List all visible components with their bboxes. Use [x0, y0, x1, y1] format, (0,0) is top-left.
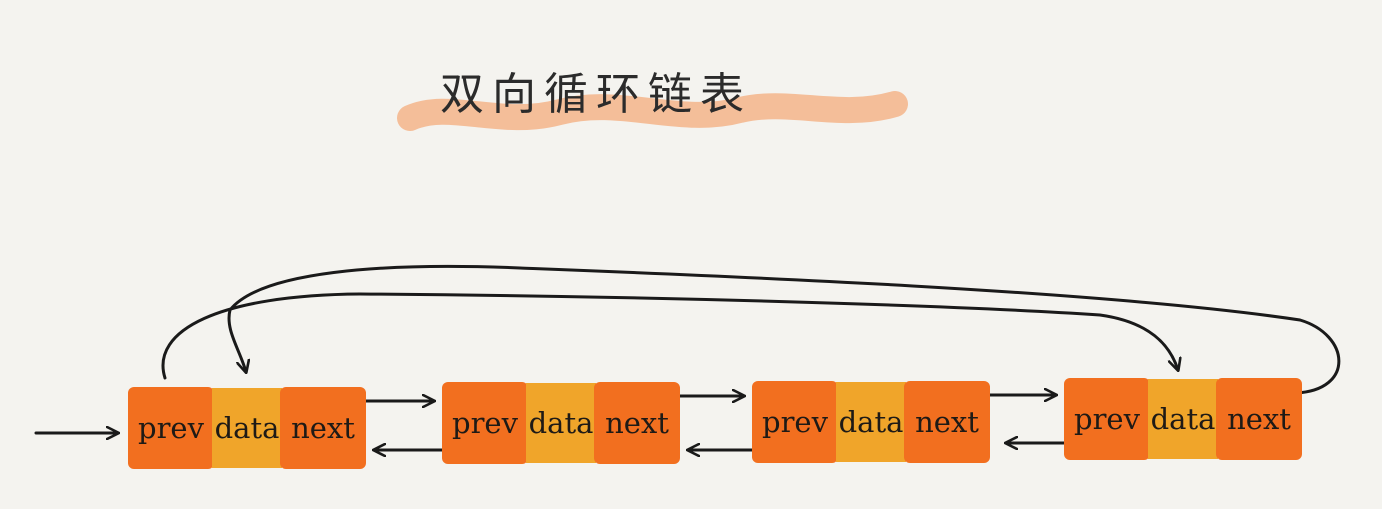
next-cell: next [594, 382, 680, 464]
tail-next-to-head-arrow [227, 264, 1341, 395]
prev-cell: prev [752, 381, 838, 463]
next-cell: next [904, 381, 990, 463]
data-cell: data [836, 382, 906, 462]
next-cell: next [1216, 378, 1302, 460]
data-cell: data [1148, 379, 1218, 459]
data-cell: data [212, 388, 282, 468]
title-highlight-stroke [397, 91, 908, 131]
prev-cell: prev [1064, 378, 1150, 460]
list-node-2: prev data next [442, 382, 680, 464]
page-title: 双向循环链表 [440, 69, 752, 120]
list-node-3: prev data next [752, 381, 990, 463]
data-cell: data [526, 383, 596, 463]
next-cell: next [280, 387, 366, 469]
title-block: 双向循环链表 [400, 40, 920, 150]
prev-cell: prev [128, 387, 214, 469]
list-node-1: prev data next [128, 387, 366, 469]
head-prev-to-tail-arrow [161, 292, 1178, 380]
prev-cell: prev [442, 382, 528, 464]
list-node-4: prev data next [1064, 378, 1302, 460]
